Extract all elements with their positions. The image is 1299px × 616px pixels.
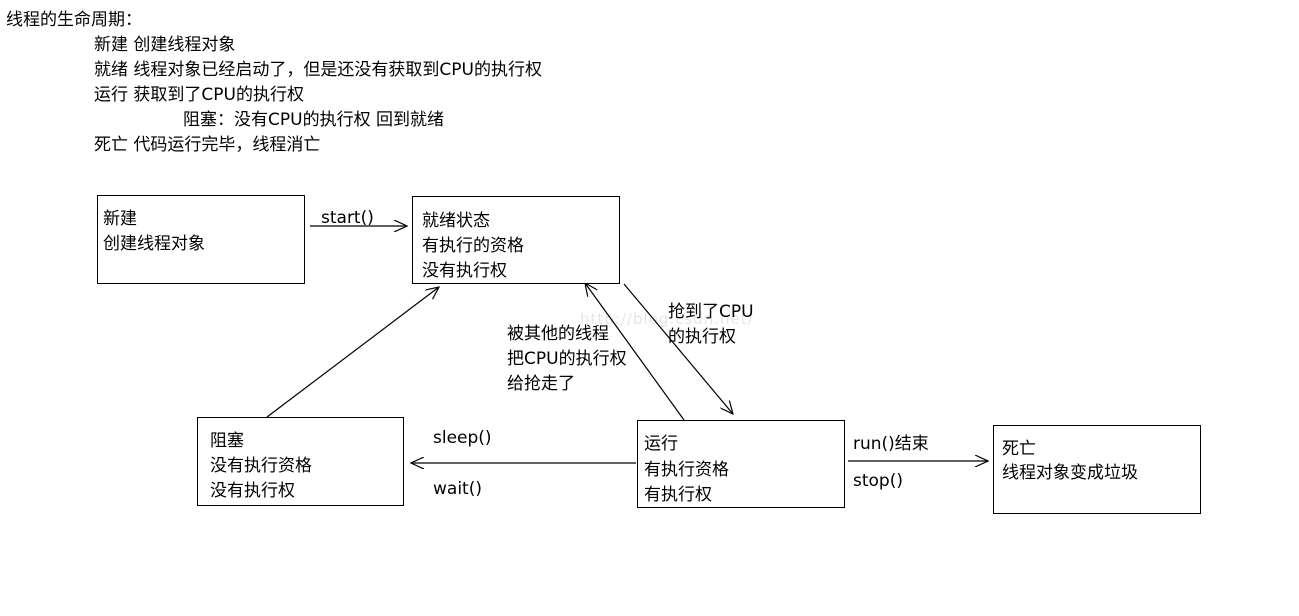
state-ready-title: 就绪状态 [422, 211, 490, 231]
label-stop: stop() [853, 471, 903, 491]
state-running-title: 运行 [644, 434, 678, 454]
state-dead-desc: 线程对象变成垃圾 [1002, 463, 1138, 483]
state-ready-desc1: 有执行的资格 [422, 236, 524, 256]
label-got-cpu-1: 抢到了CPU [668, 302, 754, 322]
state-running-desc1: 有执行资格 [644, 460, 729, 480]
note-dead: 死亡 代码运行完毕，线程消亡 [94, 135, 321, 155]
state-new-title: 新建 [103, 209, 137, 229]
label-preempted-2: 把CPU的执行权 [507, 349, 627, 369]
label-wait: wait() [433, 479, 482, 499]
label-got-cpu-2: 的执行权 [668, 327, 736, 347]
arrow-blocked-to-ready [266, 287, 439, 418]
arrow-got-cpu [623, 283, 733, 414]
watermark-text: http://blog.csdn.net/ [580, 310, 754, 328]
note-new: 新建 创建线程对象 [94, 35, 236, 55]
notes-heading: 线程的生命周期： [6, 10, 142, 30]
arrow-preempted [585, 283, 685, 421]
state-blocked-desc1: 没有执行资格 [210, 456, 312, 476]
state-ready-box: 就绪状态 有执行的资格 没有执行权 [412, 196, 620, 284]
note-running: 运行 获取到了CPU的执行权 [94, 85, 304, 105]
state-new-desc: 创建线程对象 [103, 234, 205, 254]
state-new-box: 新建 创建线程对象 [97, 195, 305, 284]
note-blocked: 阻塞：没有CPU的执行权 回到就绪 [183, 110, 444, 130]
label-start: start() [321, 208, 374, 228]
label-preempted-3: 给抢走了 [507, 374, 575, 394]
label-preempted-1: 被其他的线程 [507, 324, 609, 344]
note-ready: 就绪 线程对象已经启动了，但是还没有获取到CPU的执行权 [94, 60, 542, 80]
state-running-desc2: 有执行权 [644, 485, 712, 505]
state-dead-title: 死亡 [1002, 439, 1036, 459]
state-dead-box: 死亡 线程对象变成垃圾 [993, 425, 1201, 514]
state-blocked-desc2: 没有执行权 [210, 481, 295, 501]
state-running-box: 运行 有执行资格 有执行权 [637, 420, 845, 508]
label-sleep: sleep() [433, 428, 492, 448]
state-blocked-title: 阻塞 [210, 431, 244, 451]
state-ready-desc2: 没有执行权 [422, 261, 507, 281]
label-run-end: run()结束 [853, 434, 929, 454]
state-blocked-box: 阻塞 没有执行资格 没有执行权 [197, 417, 404, 506]
